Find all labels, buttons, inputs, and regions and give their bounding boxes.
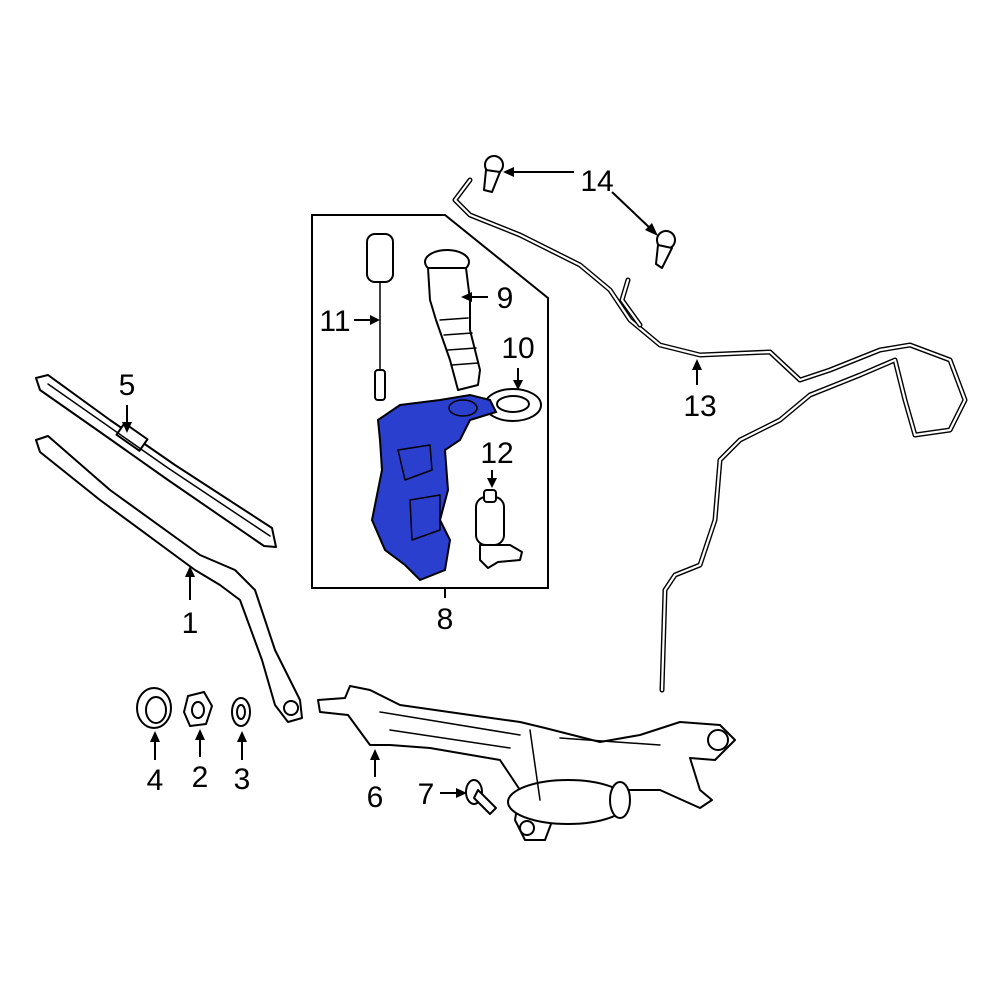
part-3-washer[interactable] <box>231 697 251 727</box>
callout-6: 6 <box>367 781 384 814</box>
callout-7: 7 <box>418 778 435 811</box>
part-9-filler-neck[interactable] <box>424 249 481 391</box>
reservoir-group-box <box>311 214 549 589</box>
leader-lines <box>122 167 702 798</box>
callout-12: 12 <box>480 437 513 470</box>
callout-13: 13 <box>683 390 716 423</box>
callout-10: 10 <box>501 332 534 365</box>
part-14-nozzle-upper[interactable] <box>483 155 504 193</box>
callout-4: 4 <box>147 764 164 797</box>
callout-14: 14 <box>580 165 613 198</box>
part-13-washer-hose[interactable] <box>452 177 968 693</box>
part-7-bolt[interactable] <box>465 779 497 815</box>
callout-9: 9 <box>497 282 514 315</box>
part-4-cap[interactable] <box>136 687 172 729</box>
part-1-wiper-arm[interactable] <box>35 435 303 723</box>
part-5-wiper-blade[interactable] <box>35 374 277 548</box>
callout-3: 3 <box>234 763 251 796</box>
callout-5: 5 <box>119 369 136 402</box>
part-11-level-sensor[interactable] <box>366 233 394 401</box>
part-8-washer-reservoir[interactable] <box>370 393 498 582</box>
callout-11: 11 <box>319 305 350 338</box>
callout-1: 1 <box>182 607 199 640</box>
part-6-wiper-linkage[interactable] <box>317 685 736 841</box>
part-2-nut[interactable] <box>183 691 213 727</box>
part-14-nozzle-lower[interactable] <box>655 230 676 269</box>
callout-8: 8 <box>437 603 454 636</box>
callout-2: 2 <box>192 761 209 794</box>
part-12-washer-pump[interactable] <box>475 489 523 569</box>
part-10-seal[interactable] <box>484 388 542 422</box>
